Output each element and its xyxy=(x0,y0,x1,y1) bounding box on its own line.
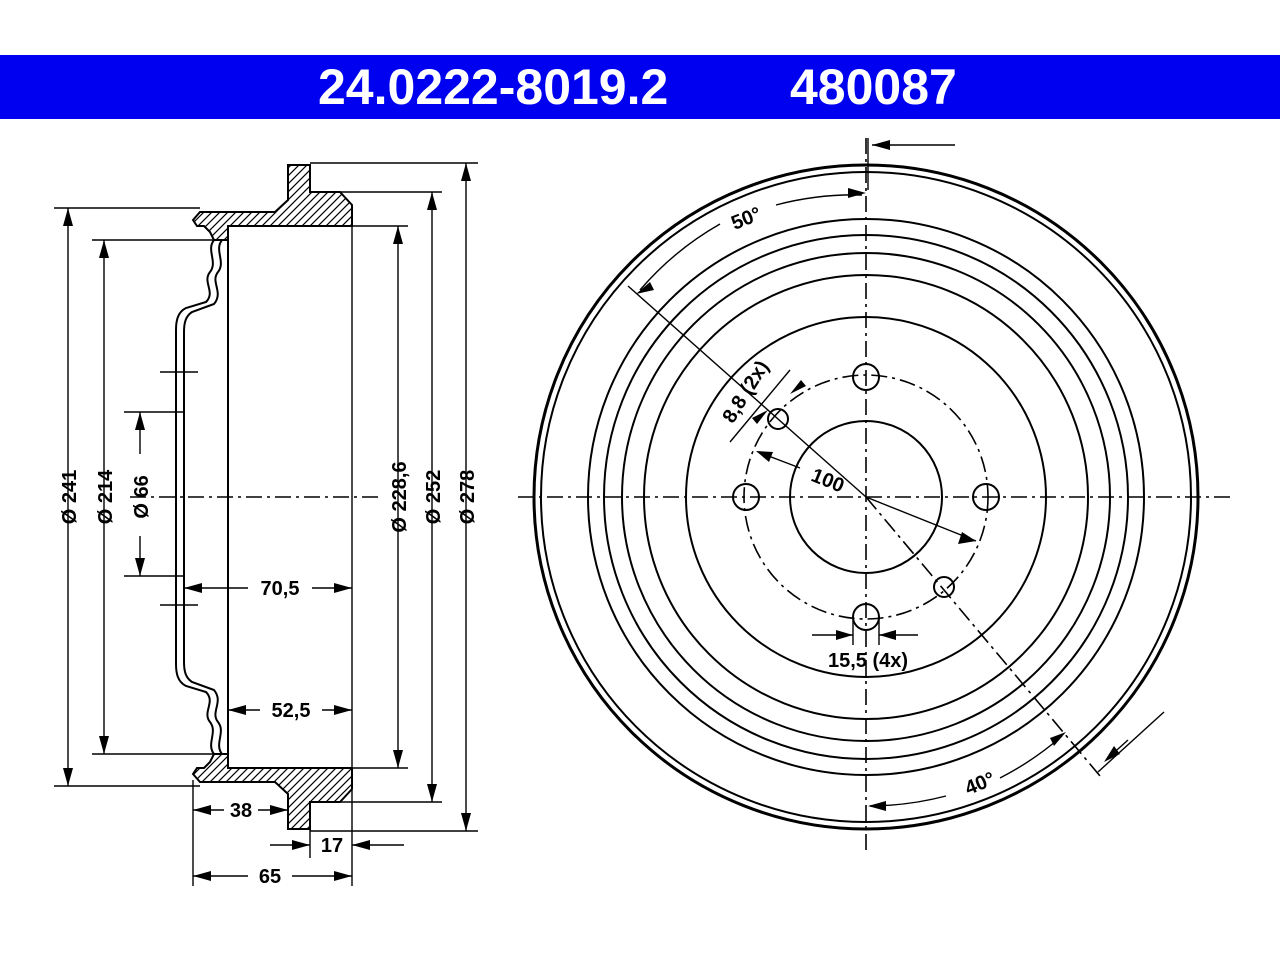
dim-d214: Ø 214 xyxy=(95,469,117,524)
dim-angle-50: 50° xyxy=(728,203,764,235)
dim-38: 38 xyxy=(230,800,252,822)
side-view: Ø 241 Ø 214 Ø 66 Ø 228,6 Ø 252 Ø 278 70,… xyxy=(54,162,479,888)
front-view: 100 8,8 (2x) 15,5 (4x) 50° 40° xyxy=(518,138,1230,852)
dim-d66: Ø 66 xyxy=(131,475,153,518)
dim-65: 65 xyxy=(259,866,281,888)
small-hole-upper-left xyxy=(767,408,789,430)
dim-70-5: 70,5 xyxy=(261,578,300,600)
dim-d252: Ø 252 xyxy=(423,470,445,524)
hub-profile-inner xyxy=(183,239,223,755)
dim-d241: Ø 241 xyxy=(59,470,81,524)
dim-pcd-100: 100 xyxy=(808,464,847,497)
dim-17: 17 xyxy=(321,835,343,857)
reference-number: 480087 xyxy=(790,59,957,115)
stud-hole-left xyxy=(732,483,760,511)
dim-d278: Ø 278 xyxy=(457,470,479,524)
part-number: 24.0222-8019.2 xyxy=(318,59,669,115)
dim-d228-6: Ø 228,6 xyxy=(389,461,411,532)
header-bar: 24.0222-8019.2 480087 xyxy=(0,55,1280,119)
dim-hole-8-8: 8,8 (2x) xyxy=(718,357,773,427)
dim-hole-15-5: 15,5 (4x) xyxy=(828,650,908,672)
drum-section-top xyxy=(191,164,353,241)
drum-section-bottom xyxy=(191,753,353,830)
stud-hole-top xyxy=(852,363,880,391)
small-hole-lower-right xyxy=(933,576,955,598)
hub-profile-outer xyxy=(175,239,215,755)
dim-52-5: 52,5 xyxy=(272,700,311,722)
dim-angle-40: 40° xyxy=(962,768,998,800)
stud-hole-right xyxy=(972,483,1000,511)
